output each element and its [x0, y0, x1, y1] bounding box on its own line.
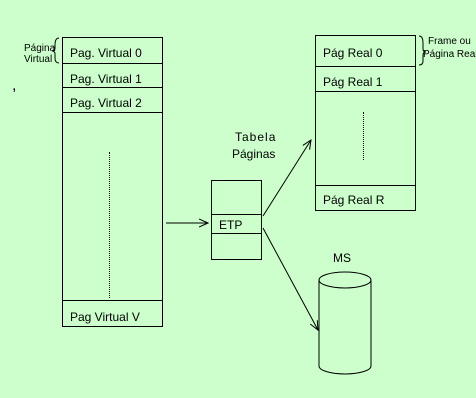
virtual-page-brace: [51, 37, 60, 64]
decorative-comma: ,: [12, 77, 17, 94]
virtual-page-1-label: Pag. Virtual 1: [70, 72, 142, 86]
secondary-memory-label: MS: [333, 251, 351, 265]
virtual-page-2-label: Pag. Virtual 2: [70, 96, 142, 110]
real-pages-ellipsis: [363, 112, 364, 160]
page-table: ETP: [211, 180, 262, 260]
virtual-page-0: Pag. Virtual 0: [63, 38, 162, 64]
arrow-table-to-real: [262, 140, 311, 217]
virtual-page-v: Pag Virtual V: [63, 300, 162, 328]
virtual-page-2: Pag. Virtual 2: [63, 88, 162, 113]
page-table-entry-label: ETP: [219, 218, 243, 232]
virtual-pages-ellipsis: [109, 152, 110, 298]
real-page-r-label: Pág Real R: [323, 193, 385, 207]
real-memory-column: Pág Real 0 Pág Real 1 Pág Real R: [315, 35, 416, 211]
page-table-title-line2: Páginas: [232, 147, 276, 161]
arrow-table-to-disk: [262, 227, 318, 330]
secondary-memory-disk-icon: [318, 271, 372, 375]
virtual-page-v-label: Pag Virtual V: [70, 310, 140, 324]
virtual-page-0-label: Pag. Virtual 0: [70, 46, 142, 60]
real-page-0: Pág Real 0: [316, 36, 415, 67]
virtual-page-1: Pag. Virtual 1: [63, 64, 162, 88]
page-table-entry: ETP: [212, 214, 261, 234]
frame-side-label-line2: Página Real: [423, 49, 476, 60]
page-table-title-line1: Tabela: [235, 130, 277, 144]
virtual-page-side-label: Página Virtual: [24, 43, 56, 65]
virtual-memory-column: Pag. Virtual 0 Pag. Virtual 1 Pag. Virtu…: [62, 37, 163, 327]
real-page-1-label: Pág Real 1: [323, 75, 383, 89]
real-page-r: Pág Real R: [316, 185, 415, 212]
real-page-1: Pág Real 1: [316, 67, 415, 92]
frame-brace: [418, 35, 427, 66]
real-page-0-label: Pág Real 0: [323, 46, 383, 60]
frame-side-label-line1: Frame ou: [428, 36, 471, 47]
